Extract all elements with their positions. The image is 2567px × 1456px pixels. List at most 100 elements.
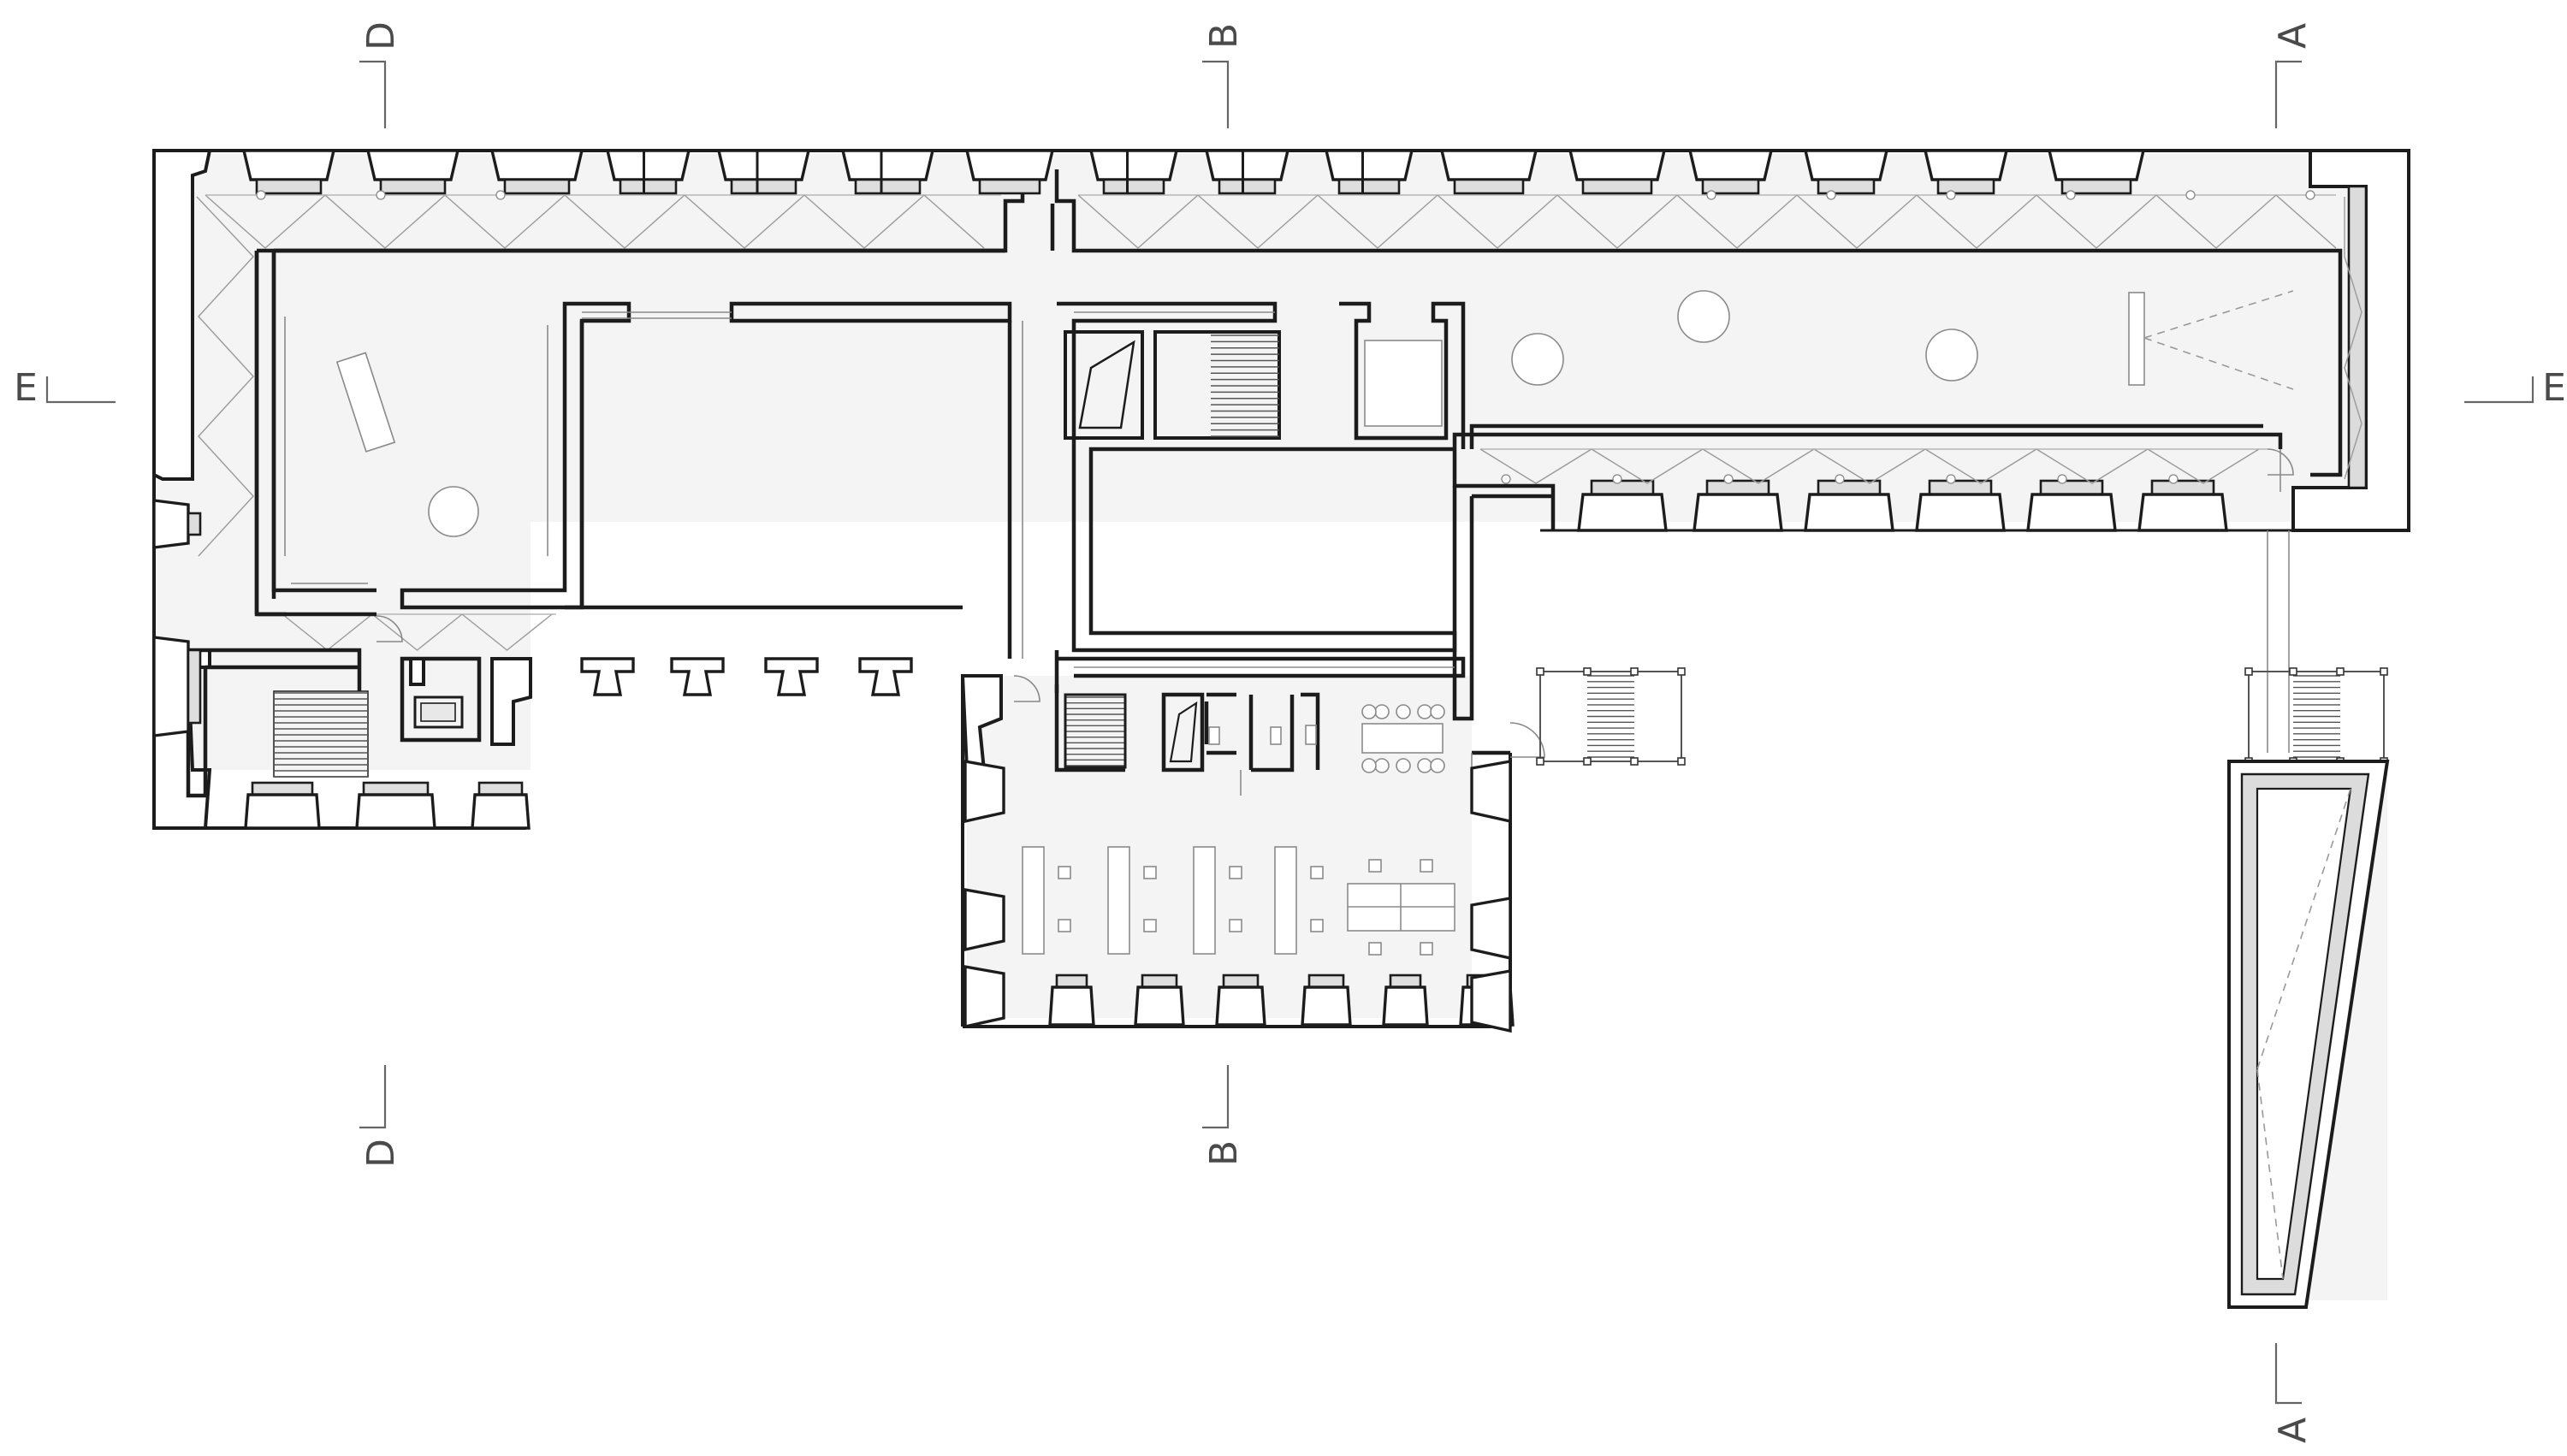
east-corridor-vault-vertical [2344, 197, 2362, 480]
window-pier [365, 149, 460, 181]
north-window-piers [241, 149, 2146, 195]
stair-post [1583, 667, 1592, 676]
window-sill [978, 178, 1041, 195]
window-sill [1581, 178, 1653, 195]
stair-post [2289, 667, 2297, 676]
section-marker-d-top: D [359, 21, 403, 128]
window-pier [471, 793, 531, 830]
window-sill [1337, 178, 1401, 195]
south-corridor-vault [1479, 448, 2260, 484]
vault-node [1835, 474, 1845, 484]
stair-post [1630, 757, 1639, 766]
chair [1229, 919, 1242, 932]
desk [1022, 846, 1045, 955]
stair-post [1583, 757, 1592, 766]
vault-node [1706, 190, 1716, 200]
window-sill [1055, 974, 1088, 989]
window-pier [2137, 493, 2228, 532]
chair [1374, 704, 1390, 719]
section-label-d-bottom: D [359, 1139, 403, 1168]
chair [1396, 704, 1411, 719]
chair [1143, 919, 1157, 932]
vault-lines [196, 190, 2362, 651]
window-sill [854, 178, 922, 195]
section-marker-b-bottom: B [1202, 1065, 1246, 1166]
window-pier [1439, 149, 1538, 181]
section-marker-e-left: E [14, 366, 116, 410]
window-sill [1222, 974, 1260, 989]
stair-post [1677, 667, 1686, 676]
window-sill [1102, 178, 1165, 195]
window-sill [503, 178, 571, 195]
section-marker-b-top: B [1202, 23, 1246, 128]
window-pier [764, 657, 819, 696]
chair [1396, 758, 1411, 773]
chair [1143, 866, 1157, 879]
window-pier [1324, 149, 1414, 181]
window-pier [489, 149, 584, 181]
window-sill [187, 648, 202, 725]
chair [1417, 704, 1432, 719]
window-pier [1687, 149, 1774, 181]
section-label-b-bottom: B [1202, 1140, 1246, 1166]
window-sill [362, 781, 430, 796]
window-pier [1470, 759, 1512, 824]
window-sill [1936, 178, 1995, 195]
stair-post [2244, 667, 2253, 676]
window-pier [580, 657, 635, 696]
window-sill [2060, 178, 2132, 195]
vault-node [1826, 190, 1836, 200]
chair [1374, 758, 1390, 773]
window-sill [1307, 974, 1345, 989]
window-pier [1577, 493, 1668, 532]
window-pier [2047, 149, 2146, 181]
chair [1430, 758, 1445, 773]
window-sill [251, 781, 314, 796]
window-pier [963, 759, 1005, 824]
window-pier [1804, 493, 1894, 532]
desk [1193, 846, 1216, 955]
window-pier [1915, 493, 2006, 532]
window-sill [1218, 178, 1277, 195]
window-sill [1141, 974, 1178, 989]
window-pier [1088, 149, 1179, 181]
vault-node [495, 190, 506, 200]
window-pier [963, 887, 1005, 952]
external-stair-middle [1536, 667, 1686, 766]
window-pier [858, 657, 913, 696]
section-label-b-top: B [1202, 23, 1246, 49]
window-pier [1204, 149, 1290, 181]
window-pier [1470, 896, 1512, 961]
window-pier [152, 499, 190, 549]
central-hall [565, 321, 1023, 659]
window-pier [964, 149, 1055, 181]
window-sill [619, 178, 678, 195]
window-pier [2026, 493, 2117, 532]
window-pier [1803, 149, 1889, 181]
east-gallery [1452, 290, 2294, 753]
window-pier [963, 964, 1005, 1029]
section-label-e-right: E [2542, 366, 2566, 410]
stair-post [2380, 667, 2388, 676]
chair [1417, 758, 1432, 773]
chair [1310, 866, 1324, 879]
external-stair-east [2244, 667, 2388, 766]
chair [1229, 866, 1242, 879]
section-label-a-top: A [2271, 23, 2315, 49]
vault-node [1723, 474, 1734, 484]
window-pier [1470, 968, 1512, 1033]
section-marker-a-bottom: A [2271, 1343, 2315, 1443]
section-marker-d-bottom: D [359, 1065, 403, 1168]
service-core [1057, 301, 1466, 653]
window-sill [1817, 178, 1876, 195]
window-pier [1301, 985, 1352, 1027]
window-sill [1453, 178, 1525, 195]
window-pier [670, 657, 725, 696]
stair-post [1677, 757, 1686, 766]
section-marker-e-right: E [2464, 366, 2566, 410]
desk [1274, 846, 1297, 955]
window-sill [1590, 479, 1655, 496]
vault-node [1501, 474, 1511, 484]
section-label-e-left: E [14, 366, 38, 410]
